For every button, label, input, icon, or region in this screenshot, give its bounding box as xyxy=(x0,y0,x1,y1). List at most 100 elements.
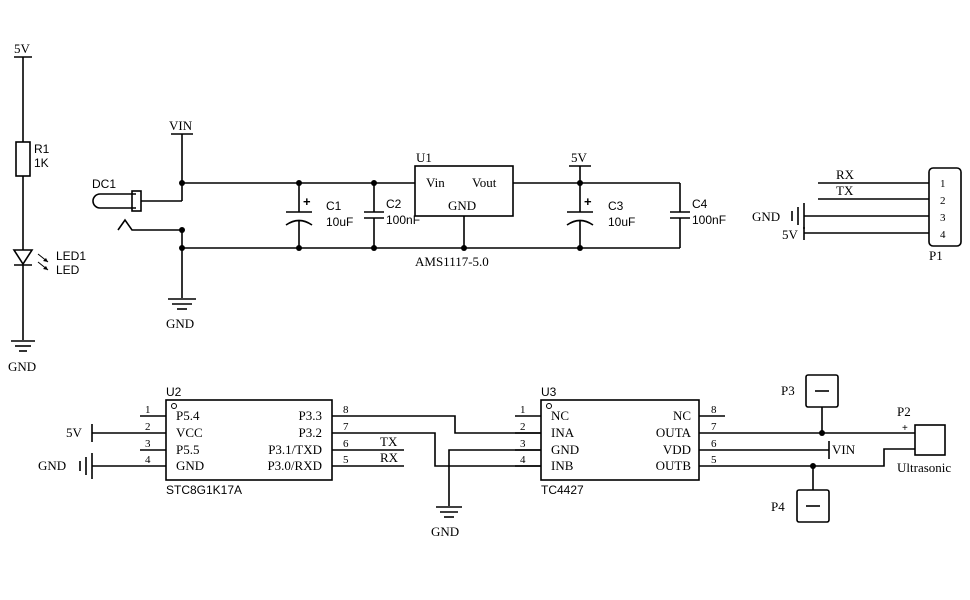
u3-num-2: 2 xyxy=(520,421,526,433)
u2-pin-vcc: VCC xyxy=(176,425,203,440)
p2-label: Ultrasonic xyxy=(897,460,951,475)
u1-pin-vout: Vout xyxy=(472,175,497,190)
u2-pin-p30: P3.0/RXD xyxy=(267,458,322,473)
dc-jack-dc1: DC1 xyxy=(92,177,182,231)
power-label-gnd-u3: GND xyxy=(431,524,459,539)
c4-value: 100nF xyxy=(692,213,726,227)
capacitor-c1: + xyxy=(285,183,313,248)
connector-p2-ultrasonic: + xyxy=(902,423,946,456)
dc1-ref: DC1 xyxy=(92,177,116,191)
power-label-5v-p1: 5V xyxy=(782,227,799,242)
c2-value: 100nF xyxy=(386,213,420,227)
p2-ref: P2 xyxy=(897,404,911,419)
u1-pin-vin: Vin xyxy=(426,175,445,190)
power-label-vin: VIN xyxy=(169,118,193,133)
u2-pin-gnd: GND xyxy=(176,458,204,473)
u3-num-4: 4 xyxy=(520,454,526,466)
u2-num-7: 7 xyxy=(343,421,349,433)
u3-num-6: 6 xyxy=(711,438,717,450)
p4-ref: P4 xyxy=(771,499,785,514)
u2-pin-p32: P3.2 xyxy=(299,425,322,440)
u2-num-2: 2 xyxy=(145,421,151,433)
p1-net-rx: RX xyxy=(836,167,855,182)
p1-ref: P1 xyxy=(929,248,943,263)
u3-pin-nc-left: NC xyxy=(551,408,569,423)
ground-symbol-p1 xyxy=(791,203,805,229)
u2-pin-p31: P3.1/TXD xyxy=(268,442,322,457)
u2-num-8: 8 xyxy=(343,404,349,416)
ground-symbol-u2 xyxy=(79,453,93,479)
ground-symbol-u3 xyxy=(436,506,462,518)
u3-pin-nc-right: NC xyxy=(673,408,691,423)
led1-ref: LED1 xyxy=(56,249,86,263)
p1-pin-3: 3 xyxy=(940,212,946,224)
u2-part: STC8G1K17A xyxy=(166,483,242,497)
u3-num-1: 1 xyxy=(520,404,526,416)
power-label-5v-led: 5V xyxy=(14,41,31,56)
u3-pin-outa: OUTA xyxy=(656,425,692,440)
u2-pin-p54: P5.4 xyxy=(176,408,200,423)
u1-pin-gnd: GND xyxy=(448,198,476,213)
c1-value: 10uF xyxy=(326,215,353,229)
u3-pin-gnd: GND xyxy=(551,442,579,457)
u3-ref: U3 xyxy=(541,385,557,399)
r1-value: 1K xyxy=(34,156,49,170)
c3-ref: C3 xyxy=(608,199,624,213)
u2-num-4: 4 xyxy=(145,454,151,466)
u2-pin-p33: P3.3 xyxy=(299,408,322,423)
led-branch: 5V R1 1K LED1 LED GND xyxy=(8,41,86,374)
capacitor-c3: + xyxy=(566,183,594,248)
u2-num-6: 6 xyxy=(343,438,349,450)
r1-ref: R1 xyxy=(34,142,50,156)
u2-num-3: 3 xyxy=(145,438,151,450)
capacitor-c2 xyxy=(364,183,384,248)
u3-num-7: 7 xyxy=(711,421,717,433)
p2-plus: + xyxy=(902,423,908,434)
power-label-gnd-dc: GND xyxy=(166,316,194,331)
output-section: VIN P3 P4 + P2 Ultrasonic xyxy=(725,374,951,523)
power-supply: VIN DC1 GND + C xyxy=(92,118,726,331)
led1-value: LED xyxy=(56,263,80,277)
mcu-u2: U2 STC8G1K17A 1 2 3 4 P5.4 VCC P5.5 GND … xyxy=(38,385,404,497)
capacitor-c4 xyxy=(670,183,690,248)
c3-value: 10uF xyxy=(608,215,635,229)
u2-net-tx: TX xyxy=(380,434,398,449)
u2-num-1: 1 xyxy=(145,404,151,416)
u3-part: TC4427 xyxy=(541,483,584,497)
p3-ref: P3 xyxy=(781,383,795,398)
ground-symbol-led xyxy=(11,340,35,352)
test-point-p3 xyxy=(805,374,839,433)
p1-net-tx: TX xyxy=(836,183,854,198)
power-label-gnd-u2: GND xyxy=(38,458,66,473)
u3-num-5: 5 xyxy=(711,454,717,466)
u2-pin-p55: P5.5 xyxy=(176,442,199,457)
u2-ref: U2 xyxy=(166,385,182,399)
resistor-r1 xyxy=(15,141,31,177)
p1-pin-1: 1 xyxy=(940,178,946,190)
u3-pin-outb: OUTB xyxy=(656,458,692,473)
svg-text:+: + xyxy=(303,194,311,209)
ground-symbol-dc xyxy=(168,298,196,310)
power-label-gnd-led: GND xyxy=(8,359,36,374)
u3-num-8: 8 xyxy=(711,404,717,416)
u3-num-3: 3 xyxy=(520,438,526,450)
p1-pin-2: 2 xyxy=(940,195,946,207)
c2-ref: C2 xyxy=(386,197,402,211)
u1-ref: U1 xyxy=(416,150,432,165)
u3-pin-ina: INA xyxy=(551,425,575,440)
power-label-vin-p2: VIN xyxy=(832,442,856,457)
power-label-5v-out: 5V xyxy=(571,150,588,165)
test-point-p4 xyxy=(796,466,830,523)
p1-pin-4: 4 xyxy=(940,229,946,241)
c1-ref: C1 xyxy=(326,199,342,213)
u2-num-5: 5 xyxy=(343,454,349,466)
signal-wires: GND xyxy=(358,415,541,539)
u3-pin-vdd: VDD xyxy=(663,442,691,457)
u2-net-rx: RX xyxy=(380,450,399,465)
power-label-5v-u2: 5V xyxy=(66,425,83,440)
connector-p1: 1 2 3 4 P1 RX TX GND 5V xyxy=(752,167,962,263)
c4-ref: C4 xyxy=(692,197,708,211)
led1-symbol xyxy=(12,249,49,271)
power-label-gnd-p1: GND xyxy=(752,209,780,224)
